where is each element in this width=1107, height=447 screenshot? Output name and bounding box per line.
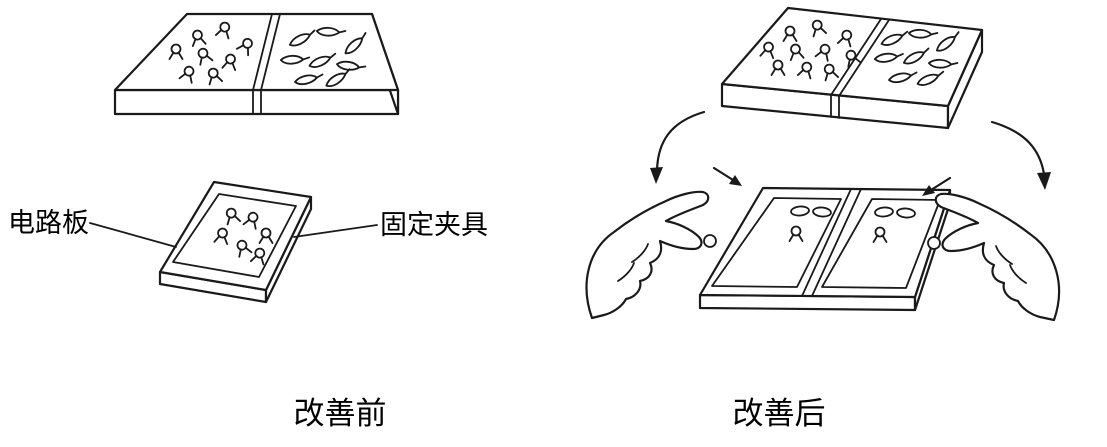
fixture-two-boards-after	[698, 186, 952, 312]
parts-tray-before	[113, 12, 400, 116]
arrow-right-hand-to-board	[922, 176, 952, 196]
arrow-left-hand-to-board	[712, 166, 742, 186]
arrow-tray-to-left-hand	[650, 110, 706, 184]
circuit-board-on-fixture-before	[158, 180, 313, 304]
before-panel: 电路板 固定夹具 改善前	[8, 12, 488, 431]
after-panel: 改善后	[585, 6, 1061, 431]
leader-line-fixing-jig	[293, 224, 378, 238]
label-circuit-board: 电路板	[8, 208, 89, 238]
label-fixing-jig: 固定夹具	[380, 210, 488, 240]
left-hand	[585, 190, 717, 320]
caption-before: 改善前	[294, 396, 387, 431]
picked-part-right	[927, 236, 941, 250]
caption-after: 改善后	[733, 396, 826, 431]
picked-part-left	[703, 234, 717, 248]
parts-tray-after	[720, 6, 984, 130]
leader-line-circuit-board	[89, 222, 177, 248]
right-hand	[927, 192, 1061, 322]
arrow-tray-to-right-hand	[990, 120, 1051, 190]
